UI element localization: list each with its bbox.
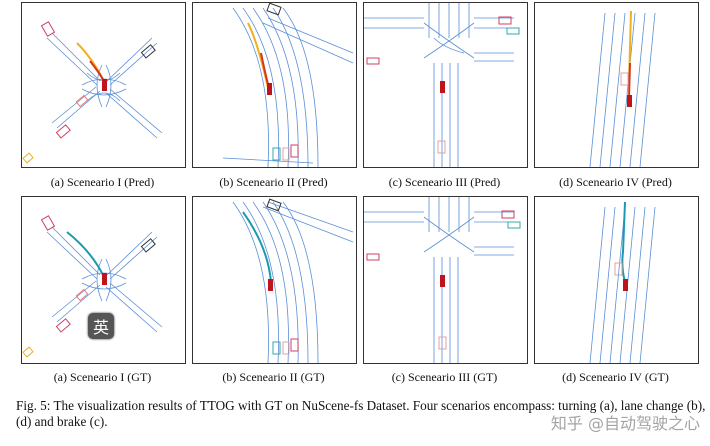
panel-c-pred bbox=[363, 2, 528, 168]
intersection-map bbox=[22, 21, 163, 164]
caption-d-pred: (d) Sceneario IV (Pred) bbox=[559, 175, 672, 189]
caption-a-gt: (a) Sceneario I (GT) bbox=[53, 370, 152, 384]
junction-map bbox=[364, 3, 520, 167]
panel-c-gt bbox=[363, 196, 528, 364]
caption-c-gt: (c) Sceneario III (GT) bbox=[391, 370, 498, 384]
caption-b-pred: (b) Sceneario II (Pred) bbox=[219, 175, 328, 189]
curved-road-map bbox=[222, 3, 354, 167]
caption-d-gt: (d) Sceneario IV (GT) bbox=[562, 370, 669, 384]
straight-road-map bbox=[589, 201, 656, 363]
junction-map bbox=[364, 197, 521, 363]
straight-road-map bbox=[589, 10, 656, 167]
panel-a-pred bbox=[21, 2, 186, 168]
ime-language-badge[interactable]: 英 bbox=[88, 313, 114, 339]
caption-b-gt: (b) Sceneario II (GT) bbox=[222, 370, 325, 384]
caption-a-pred: (a) Sceneario I (Pred) bbox=[50, 175, 155, 189]
panel-d-pred bbox=[534, 2, 699, 168]
curved-road-map bbox=[232, 198, 354, 363]
panel-d-gt bbox=[534, 196, 699, 364]
intersection-map bbox=[22, 215, 163, 358]
panel-b-gt bbox=[192, 196, 357, 364]
figure-caption: Fig. 5: The visualization results of TTO… bbox=[16, 398, 706, 429]
caption-c-pred: (c) Sceneario III (Pred) bbox=[388, 175, 501, 189]
watermark: 知乎 @自动驾驶之心 bbox=[550, 414, 700, 433]
panel-b-pred bbox=[192, 2, 357, 168]
